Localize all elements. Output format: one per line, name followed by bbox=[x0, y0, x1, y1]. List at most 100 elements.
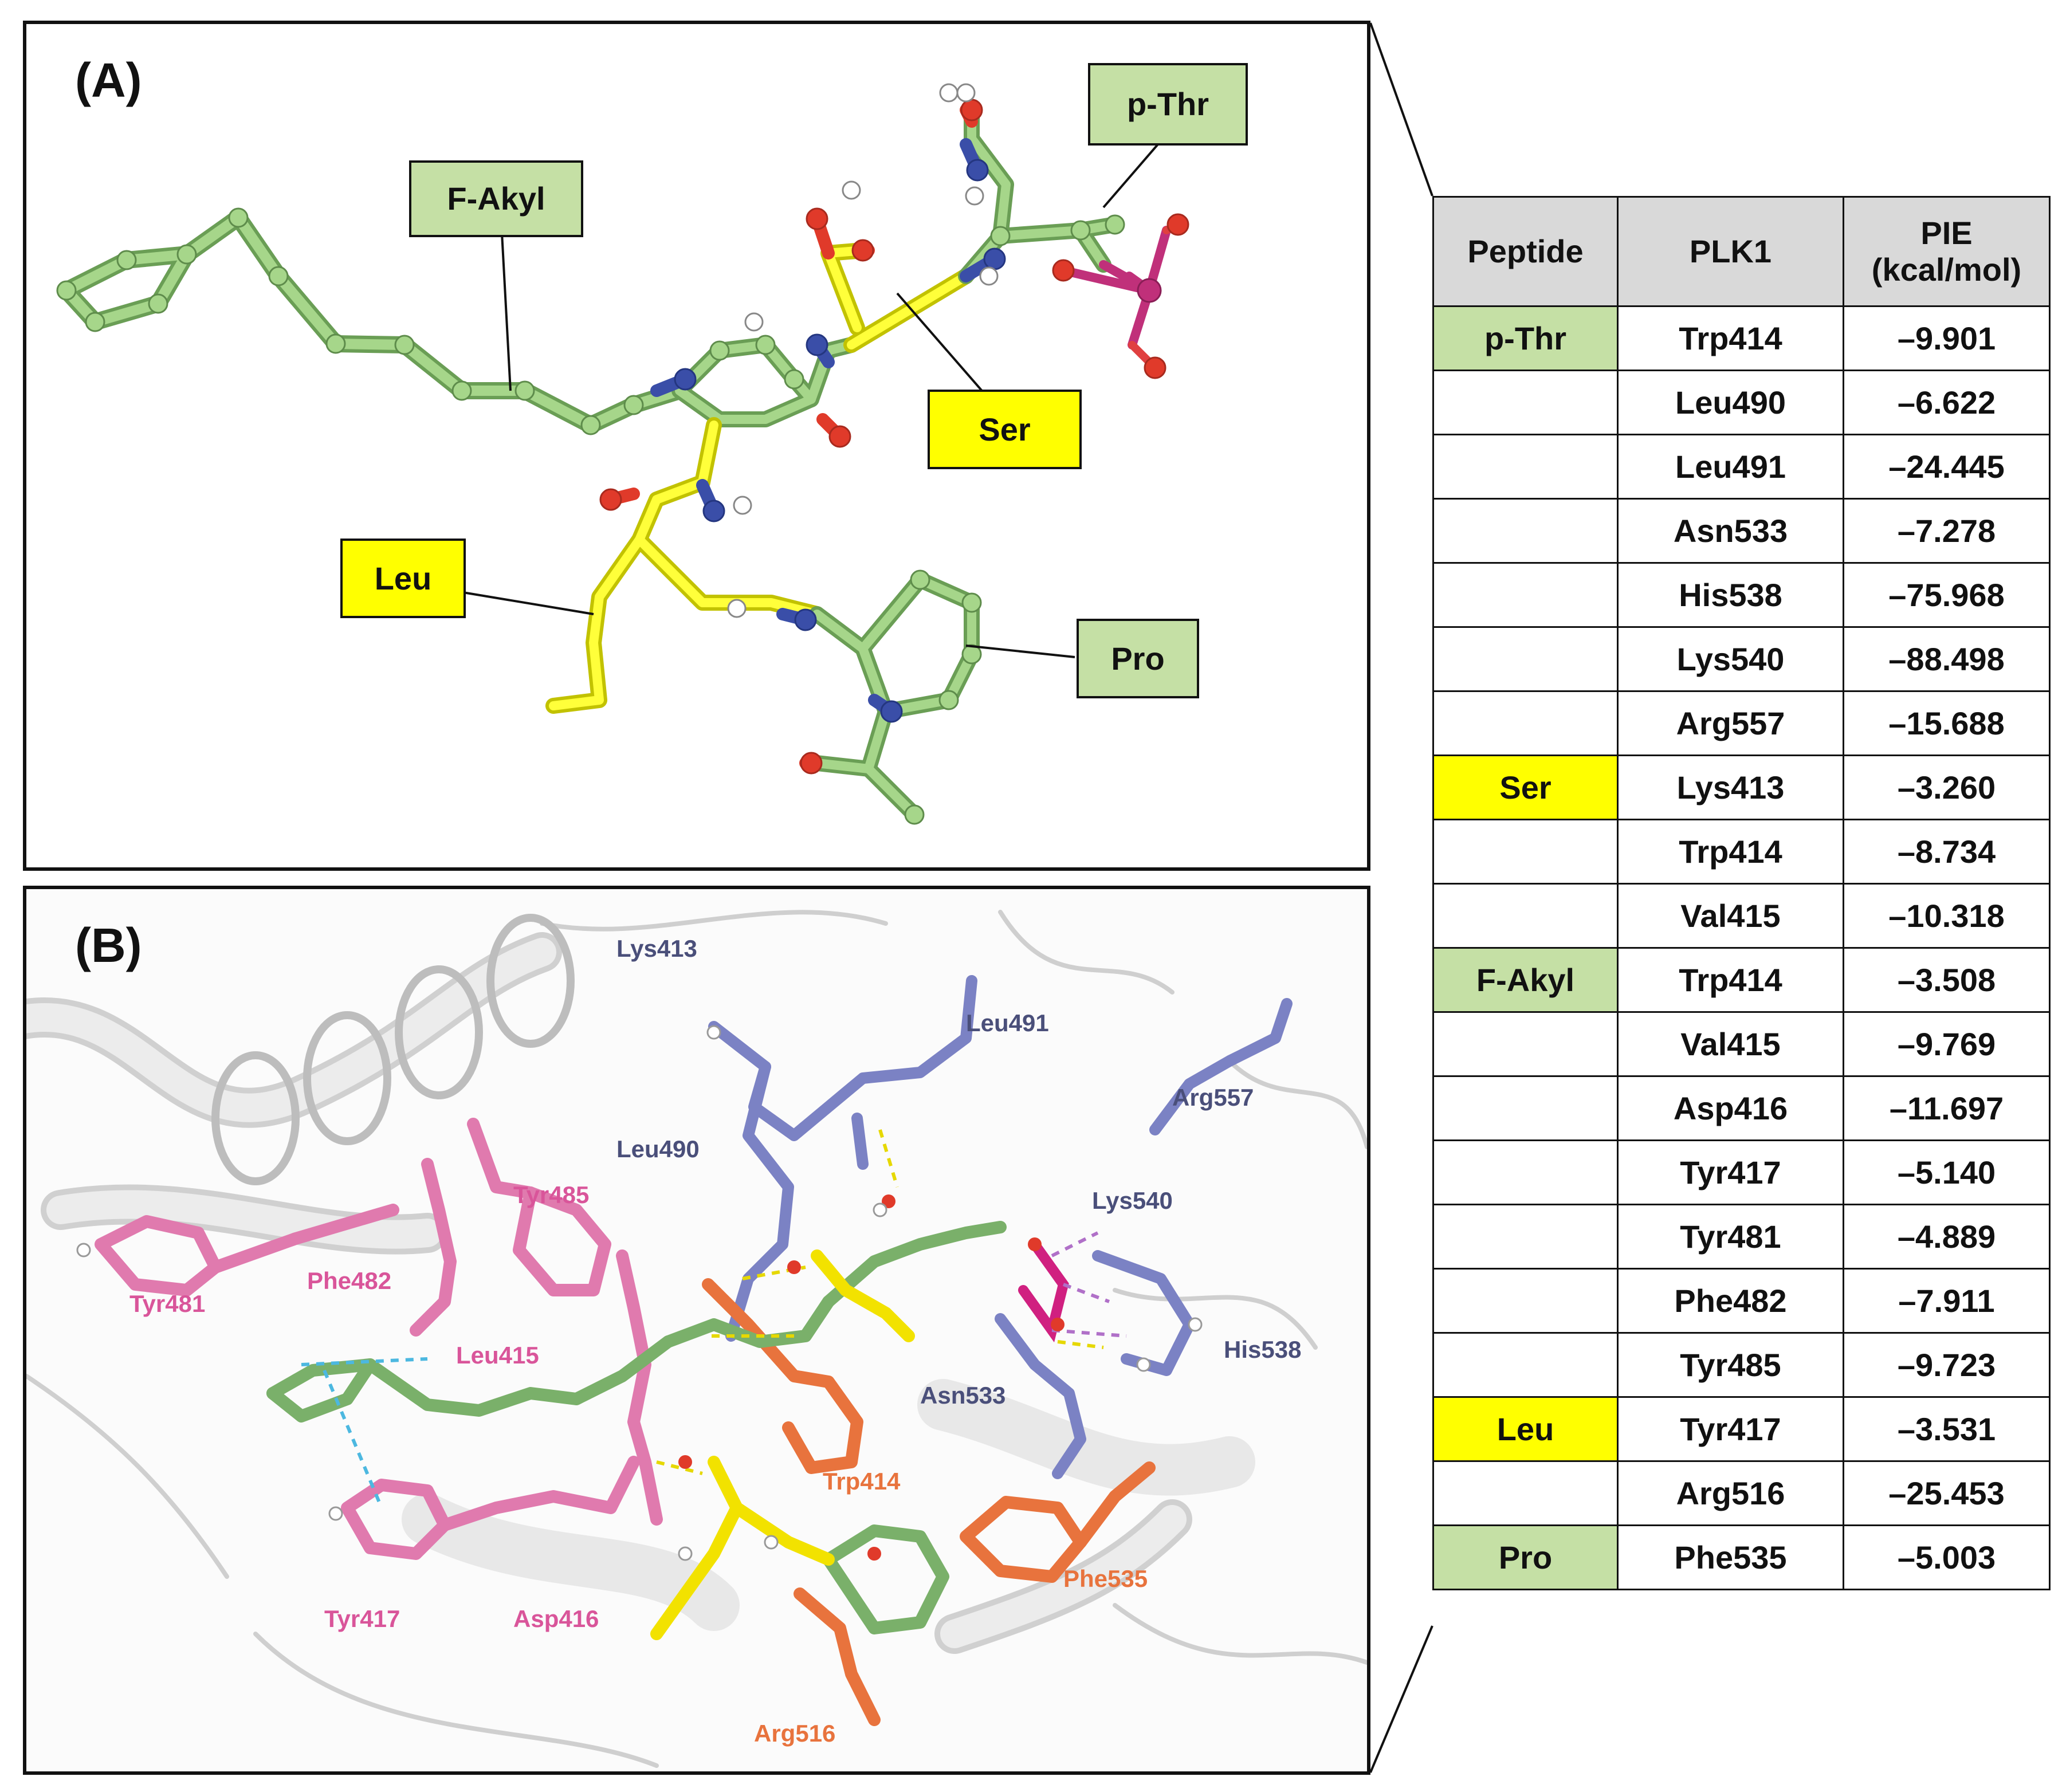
panel-b-binding-pocket: (B) bbox=[23, 886, 1370, 1775]
table-row: Tyr417–5.140 bbox=[1432, 1139, 2051, 1205]
box-f-akyl bbox=[409, 160, 583, 237]
res-leu490: Leu490 bbox=[616, 1135, 700, 1162]
ligand-yellow bbox=[650, 1249, 915, 1640]
cell-pie: –75.968 bbox=[1843, 562, 2051, 628]
panel-a-peptide-structure: (A) bbox=[23, 21, 1370, 871]
label-ser: Ser bbox=[979, 411, 1031, 447]
cell-peptide: F-Akyl bbox=[1432, 947, 1619, 1013]
header-plk1: PLK1 bbox=[1617, 196, 1844, 307]
peptide-stick-model bbox=[56, 63, 1248, 825]
cell-peptide bbox=[1432, 1011, 1619, 1077]
cell-plk1: Leu490 bbox=[1617, 370, 1844, 435]
cell-peptide bbox=[1432, 626, 1619, 692]
cell-plk1: Lys540 bbox=[1617, 626, 1844, 692]
cell-pie: –3.508 bbox=[1843, 947, 2051, 1013]
leader-pro bbox=[965, 645, 1075, 658]
cell-pie: –24.445 bbox=[1843, 434, 2051, 500]
table-row: His538–75.968 bbox=[1432, 562, 2051, 628]
cell-plk1: Trp414 bbox=[1617, 819, 1844, 885]
panel-b-label: (B) bbox=[75, 918, 142, 972]
cell-peptide bbox=[1432, 690, 1619, 756]
cell-pie: –5.003 bbox=[1843, 1524, 2051, 1590]
cell-pie: –7.278 bbox=[1843, 498, 2051, 564]
table-row: Lys540–88.498 bbox=[1432, 626, 2051, 692]
cell-plk1: Arg557 bbox=[1617, 690, 1844, 756]
table-row: Tyr481–4.889 bbox=[1432, 1204, 2051, 1270]
cell-plk1: Asp416 bbox=[1617, 1075, 1844, 1141]
res-trp414: Trp414 bbox=[823, 1468, 901, 1495]
cell-plk1: Phe535 bbox=[1617, 1524, 1844, 1590]
res-leu415: Leu415 bbox=[456, 1342, 539, 1369]
res-asn533: Asn533 bbox=[920, 1382, 1006, 1409]
cell-pie: –3.531 bbox=[1843, 1396, 2051, 1462]
label-p-thr: p-Thr bbox=[1126, 86, 1209, 122]
cell-pie: –4.889 bbox=[1843, 1204, 2051, 1270]
res-tyr417: Tyr417 bbox=[324, 1605, 400, 1632]
cell-pie: –8.734 bbox=[1843, 819, 2051, 885]
cell-pie: –6.622 bbox=[1843, 370, 2051, 435]
leader-leu bbox=[455, 590, 594, 615]
ligand-green bbox=[266, 1221, 1007, 1634]
table-row: Leu490–6.622 bbox=[1432, 370, 2051, 435]
cell-peptide bbox=[1432, 883, 1619, 949]
table-row: Arg516–25.453 bbox=[1432, 1460, 2051, 1526]
cell-peptide bbox=[1432, 1460, 1619, 1526]
cell-pie: –9.769 bbox=[1843, 1011, 2051, 1077]
table-row: Asn533–7.278 bbox=[1432, 498, 2051, 564]
cell-peptide bbox=[1432, 819, 1619, 885]
cell-pie: –10.318 bbox=[1843, 883, 2051, 949]
table-row: Asp416–11.697 bbox=[1432, 1075, 2051, 1141]
cell-plk1: Leu491 bbox=[1617, 434, 1844, 500]
cell-pie: –88.498 bbox=[1843, 626, 2051, 692]
cell-plk1: Phe482 bbox=[1617, 1268, 1844, 1334]
cell-pie: –9.901 bbox=[1843, 305, 2051, 371]
cell-peptide bbox=[1432, 1075, 1619, 1141]
cell-plk1: Trp414 bbox=[1617, 947, 1844, 1013]
label-f-akyl: F-Akyl bbox=[447, 180, 545, 217]
cell-plk1: Tyr485 bbox=[1617, 1332, 1844, 1398]
label-pro: Pro bbox=[1111, 640, 1165, 677]
cell-peptide bbox=[1432, 498, 1619, 564]
box-leu bbox=[340, 539, 466, 618]
table-row: Val415–10.318 bbox=[1432, 883, 2051, 949]
cell-plk1: Val415 bbox=[1617, 1011, 1844, 1077]
cell-peptide: Pro bbox=[1432, 1524, 1619, 1590]
res-lys540: Lys540 bbox=[1092, 1187, 1173, 1214]
res-phe482: Phe482 bbox=[307, 1267, 392, 1294]
res-arg516: Arg516 bbox=[754, 1720, 836, 1747]
table-row: Trp414–8.734 bbox=[1432, 819, 2051, 885]
panel-a-label: (A) bbox=[75, 53, 142, 107]
cell-plk1: Val415 bbox=[1617, 883, 1844, 949]
header-peptide: Peptide bbox=[1432, 196, 1619, 307]
table-header-row: Peptide PLK1 PIE (kcal/mol) bbox=[1432, 196, 2051, 307]
protein-ribbon bbox=[26, 910, 1367, 1768]
res-leu491: Leu491 bbox=[966, 1009, 1049, 1036]
header-pie: PIE (kcal/mol) bbox=[1843, 196, 2051, 307]
box-p-thr bbox=[1088, 63, 1248, 146]
cell-peptide bbox=[1432, 1332, 1619, 1398]
table-row: Val415–9.769 bbox=[1432, 1011, 2051, 1077]
cell-peptide bbox=[1432, 1139, 1619, 1205]
cell-plk1: Tyr481 bbox=[1617, 1204, 1844, 1270]
res-arg557: Arg557 bbox=[1172, 1084, 1254, 1111]
cell-peptide bbox=[1432, 434, 1619, 500]
pink-residues bbox=[95, 1118, 663, 1560]
cell-pie: –7.911 bbox=[1843, 1268, 2051, 1334]
res-tyr485: Tyr485 bbox=[513, 1181, 590, 1208]
cell-plk1: Tyr417 bbox=[1617, 1396, 1844, 1462]
res-his538: His538 bbox=[1224, 1336, 1302, 1363]
cell-plk1: Arg516 bbox=[1617, 1460, 1844, 1526]
cell-pie: –11.697 bbox=[1843, 1075, 2051, 1141]
interaction-dashes bbox=[301, 1129, 1127, 1509]
res-tyr481: Tyr481 bbox=[129, 1290, 206, 1317]
cell-plk1: Trp414 bbox=[1617, 305, 1844, 371]
res-lys413: Lys413 bbox=[616, 935, 697, 962]
f-akyl-chain bbox=[58, 209, 688, 434]
cell-peptide: Ser bbox=[1432, 754, 1619, 820]
cell-pie: –9.723 bbox=[1843, 1332, 2051, 1398]
cell-peptide: p-Thr bbox=[1432, 305, 1619, 371]
